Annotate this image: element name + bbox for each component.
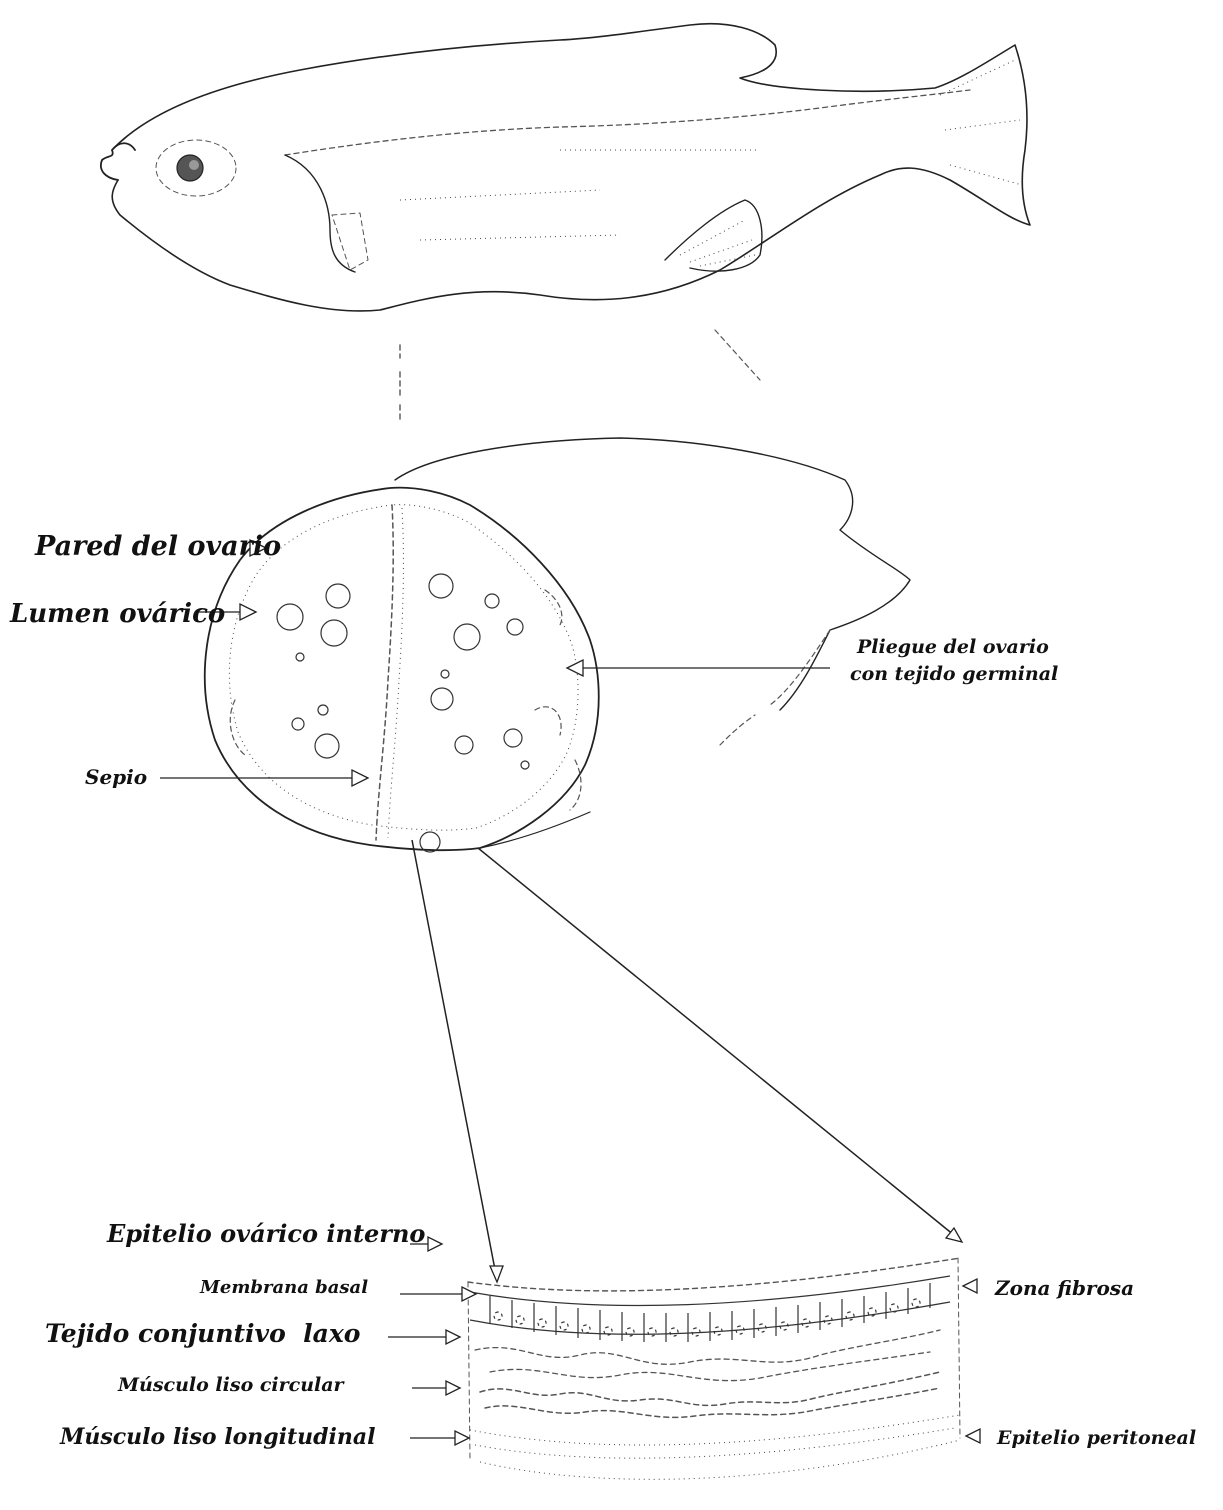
ovary-fold <box>395 438 910 710</box>
zoom-line-right <box>478 848 960 1240</box>
label-membrana-basal: Membrana basal <box>199 1277 368 1298</box>
oocyte <box>292 718 304 730</box>
arrow-zona-head <box>963 1279 977 1293</box>
oocyte <box>507 619 523 635</box>
oocyte <box>431 688 453 710</box>
fish-anal-fin <box>665 200 762 271</box>
oocyte <box>441 670 449 678</box>
label-musculo-liso-circular: Músculo liso circular <box>117 1374 346 1396</box>
text-labels: Pared del ovario Lumen ovárico Pliegue d… <box>9 531 1196 1450</box>
oocyte <box>454 624 480 650</box>
layer-epitelio-peritoneal <box>480 1440 960 1479</box>
oocyte <box>296 653 304 661</box>
oocyte <box>485 594 499 608</box>
label-musculo-liso-longitudinal: Músculo liso longitudinal <box>59 1424 376 1450</box>
tissue-right-border <box>958 1258 960 1438</box>
fish-illustration <box>101 24 1030 420</box>
arrow-sepio-head <box>352 770 368 786</box>
arrow-epitelio-int-head <box>428 1237 442 1251</box>
oocyte <box>321 620 347 646</box>
oocyte <box>326 584 350 608</box>
oocyte <box>277 604 303 630</box>
fish-mouth <box>101 143 135 180</box>
label-pliegue-line1: Pliegue del ovario <box>856 636 1049 658</box>
ovary-lamellae <box>230 590 581 810</box>
layer-tejido-conjuntivo <box>475 1330 940 1381</box>
oocyte <box>318 705 328 715</box>
arrow-circular-head <box>446 1381 460 1395</box>
oocyte <box>504 729 522 747</box>
label-epitelio-peritoneal: Epitelio peritoneal <box>996 1427 1196 1449</box>
oocyte <box>420 832 440 852</box>
oocyte <box>315 734 339 758</box>
fish-body-outline <box>112 24 1030 311</box>
arrow-lumen-head <box>240 604 256 620</box>
label-sepio: Sepio <box>85 765 147 789</box>
arrow-pliegue-head <box>567 660 583 676</box>
zoom-line-left <box>412 840 497 1280</box>
tissue-layers <box>468 1258 960 1479</box>
arrow-peritoneal-head <box>966 1429 980 1443</box>
oocyte <box>455 736 473 754</box>
ovary-septum-inner <box>388 508 403 838</box>
fish-body-texture <box>400 150 760 240</box>
cell-dividers <box>490 1283 930 1342</box>
ovary-fold-lower <box>720 630 830 745</box>
layer-musculo-circular <box>480 1372 940 1417</box>
tissue-left-border <box>468 1282 470 1460</box>
fish-anal-fin-rays <box>680 220 755 266</box>
cell-row-top <box>470 1276 950 1306</box>
fish-dorsal-line <box>285 90 970 155</box>
label-pared-del-ovario: Pared del ovario <box>34 531 281 562</box>
fish-eye-highlight <box>189 160 199 170</box>
label-zona-fibrosa: Zona fibrosa <box>994 1276 1134 1300</box>
fish-to-section-dash-right <box>715 330 760 380</box>
label-lumen-ovarico: Lumen ovárico <box>9 599 225 629</box>
epithelial-cells <box>470 1276 950 1342</box>
layer-musculo-longitudinal <box>470 1415 960 1458</box>
oocyte <box>521 761 529 769</box>
zoom-lines <box>412 840 962 1282</box>
label-epitelio-ovarico-interno: Epitelio ovárico interno <box>106 1219 425 1248</box>
label-pliegue-line2: con tejido germinal <box>850 663 1058 685</box>
arrow-longitudinal-head <box>455 1431 469 1445</box>
arrow-tejido-head <box>446 1330 460 1344</box>
ovary-cross-section <box>205 438 910 852</box>
oocytes <box>277 574 529 852</box>
fish-tail-rays <box>940 60 1022 185</box>
arrow-membrana-head <box>462 1287 476 1301</box>
ovary-septum <box>376 505 393 840</box>
zoom-line-left-head <box>490 1266 503 1282</box>
oocyte <box>429 574 453 598</box>
fish-pectoral-fin <box>332 213 368 270</box>
label-tejido-conjuntivo-laxo: Tejido conjuntivo laxo <box>45 1319 360 1348</box>
